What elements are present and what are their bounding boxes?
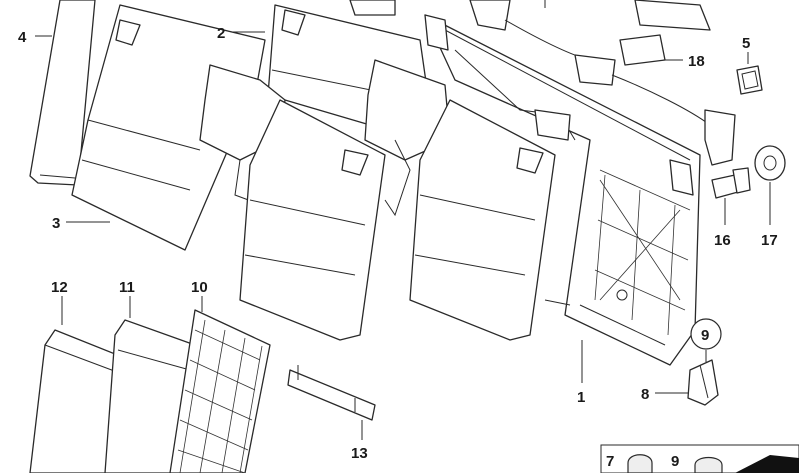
part-16-bolt <box>711 167 751 199</box>
leader-lines <box>35 0 771 440</box>
callout-label-9: 9 <box>701 327 709 344</box>
callout-label-17: 17 <box>761 232 778 249</box>
part-4-side-bolster <box>29 0 96 186</box>
callout-label-13: 13 <box>351 445 368 462</box>
part-8-bracket <box>687 359 719 406</box>
fastener-legend-box <box>600 444 799 473</box>
right-backrest-panel <box>409 99 556 341</box>
part-3-backrest-cover <box>71 4 266 251</box>
part-13-bracket <box>287 365 376 421</box>
callout-label-1: 1 <box>577 389 585 406</box>
callout-label-16: 16 <box>714 232 731 249</box>
release-cable-assembly <box>349 0 736 166</box>
callout-circle-9 <box>690 318 722 350</box>
callout-label-3: 3 <box>52 215 60 232</box>
callout-label-4: 4 <box>18 29 27 46</box>
callout-label-7: 7 <box>606 453 614 470</box>
callout-label-11: 11 <box>119 279 135 296</box>
callout-label-2: 2 <box>217 25 225 42</box>
callout-label-8: 8 <box>641 386 649 403</box>
middle-backrest-panel <box>239 99 386 341</box>
callout-label-10: 10 <box>191 279 208 296</box>
callout-label-9b: 9 <box>671 453 679 470</box>
callout-label-18: 18 <box>688 53 705 70</box>
callout-label-12: 12 <box>51 279 68 296</box>
part-17-washer <box>754 145 786 181</box>
part-10-mesh-panel <box>169 309 271 473</box>
part-5-clip <box>736 65 763 95</box>
callout-label-5: 5 <box>742 35 750 52</box>
part-11-cushion <box>104 319 196 473</box>
